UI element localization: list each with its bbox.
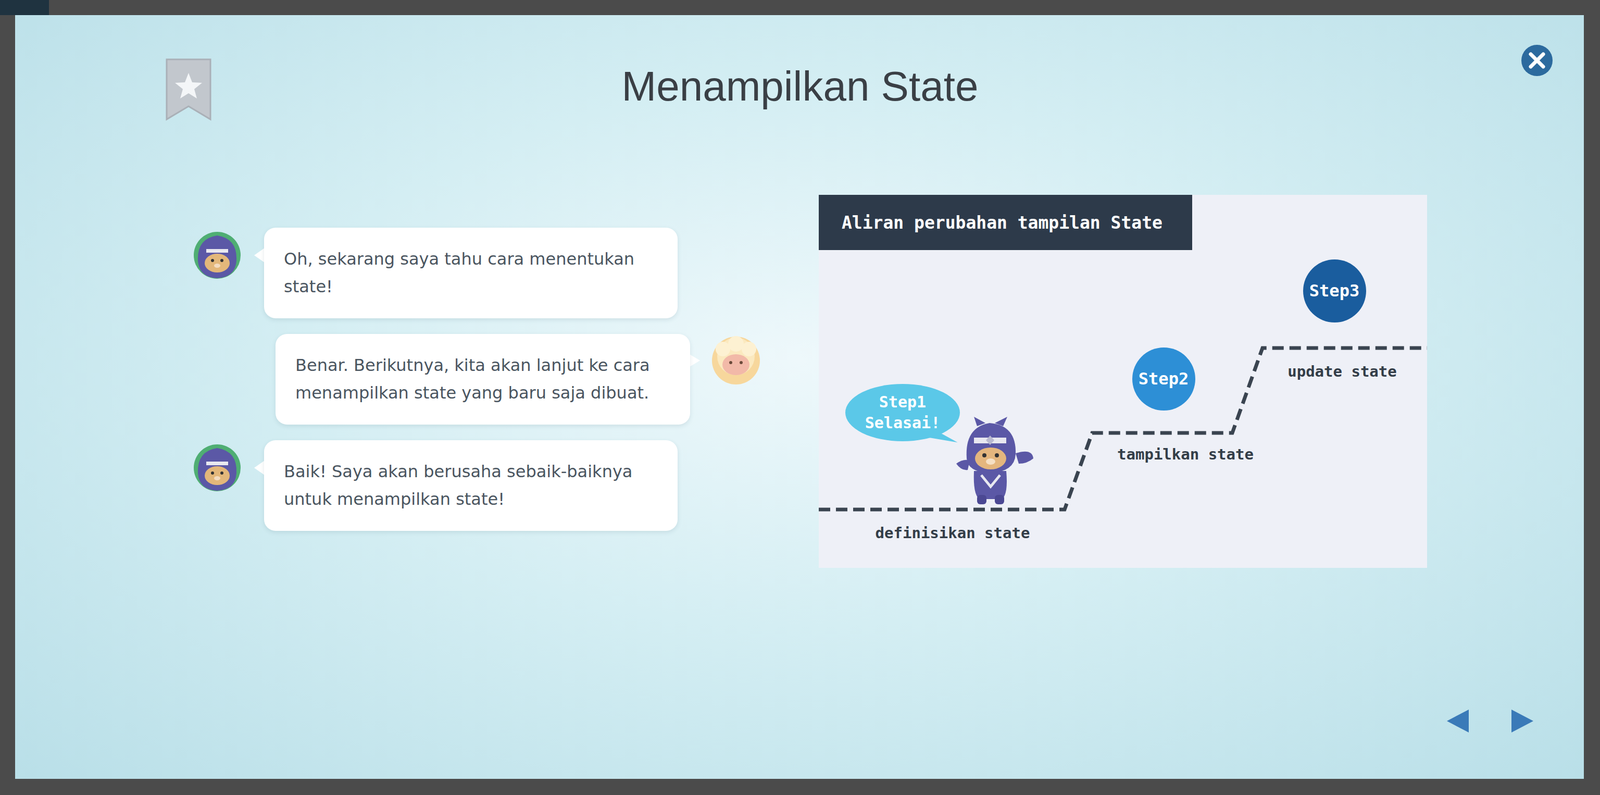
chat-bubble: Baik! Saya akan berusaha sebaik-baiknya … <box>264 440 678 531</box>
step-circle: Step3 <box>1303 259 1367 323</box>
node-text: Oh, sekarang saya tahu cara menentukan s… <box>283 245 658 301</box>
node-text: Step1 Selasai! <box>858 391 947 434</box>
bubble-tail <box>689 354 700 367</box>
node-text: Baik! Saya akan berusaha sebaik-baiknya … <box>283 457 658 514</box>
chat-bubble: Benar. Berikutnya, kita akan lanjut ke c… <box>275 333 691 425</box>
speech-bubble-shape <box>845 383 960 442</box>
app-corner <box>0 0 49 16</box>
bubble-tail <box>254 247 265 263</box>
step-label: definisikan state <box>875 523 1031 542</box>
step-path <box>818 347 1428 510</box>
step-label: update state <box>1287 362 1397 381</box>
diagram-header: Aliran perubahan tampilan State <box>818 194 1193 250</box>
node-text: Step2 <box>1138 368 1189 389</box>
ninja-avatar <box>193 444 241 492</box>
node-text: Aliran perubahan tampilan State <box>841 212 1163 233</box>
chat-bubble: Oh, sekarang saya tahu cara menentukan s… <box>264 227 678 319</box>
speech-bubble: Step1 Selasai! <box>845 383 960 442</box>
sheep-avatar <box>711 335 760 385</box>
node-text: Step3 <box>1309 280 1360 301</box>
node-text: Benar. Berikutnya, kita akan lanjut ke c… <box>295 351 671 407</box>
ninja-avatar <box>193 231 241 279</box>
slide-title: Menampilkan State <box>0 61 1600 112</box>
next-arrow <box>1511 709 1534 733</box>
step-label: tampilkan state <box>1117 445 1254 464</box>
bookmark-icon <box>166 59 211 120</box>
close-button <box>1521 44 1553 77</box>
step-circle: Step2 <box>1132 347 1196 411</box>
prev-arrow <box>1446 709 1469 733</box>
bubble-tail <box>254 460 265 475</box>
ninja-character <box>956 416 1034 505</box>
diagram-panel <box>818 194 1428 568</box>
